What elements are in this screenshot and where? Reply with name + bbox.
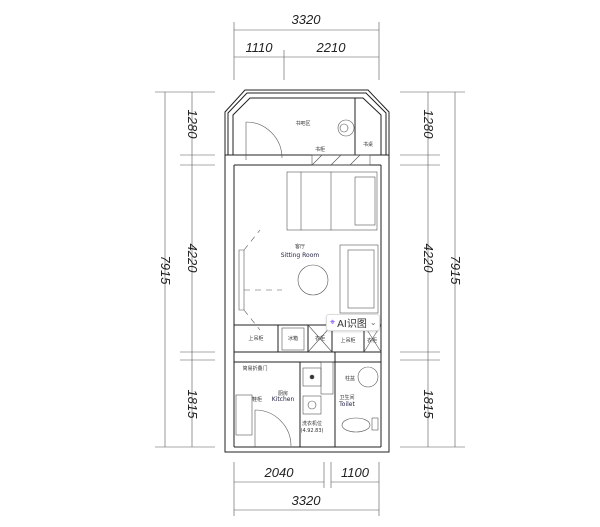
dim-bottom-total: 3320 <box>292 493 322 508</box>
dim-right-bottom: 1815 <box>421 390 436 420</box>
label-sitting-cn: 客厅 <box>295 243 305 250</box>
label-shoe-cabinet: 鞋柜 <box>252 396 262 403</box>
dim-top-right: 2210 <box>316 40 347 55</box>
ai-scan-icon: ⌖ <box>330 317 336 328</box>
label-upper-cabinet-2: 上吊柜 <box>340 337 355 344</box>
dim-left-mid: 4220 <box>185 244 200 274</box>
dim-right-top: 1280 <box>421 110 436 140</box>
ai-button-label: AI识图 <box>337 319 367 330</box>
label-bookcase: 书柜 <box>315 146 325 153</box>
label-wardrobe-2: 衣柜 <box>367 337 377 344</box>
label-desk: 书桌 <box>363 141 373 148</box>
label-kitchen-en: Kitchen <box>272 396 295 403</box>
label-fridge: 冰箱 <box>288 335 298 342</box>
ai-recognize-button[interactable]: ⌖ AI识图 ⌄ <box>326 314 380 331</box>
dim-bottom-left: 2040 <box>264 465 295 480</box>
dimension-lines <box>155 22 465 516</box>
dim-top-left: 1110 <box>246 40 274 55</box>
dim-bottom-right: 1100 <box>341 465 370 480</box>
label-toilet-cn: 卫生间 <box>339 394 354 401</box>
dim-left-top: 1280 <box>185 110 200 140</box>
label-fold-door: 简易折叠门 <box>242 365 267 372</box>
dim-left-bottom: 1815 <box>185 390 200 420</box>
label-washer: 洗衣机位 <box>302 420 322 427</box>
label-washer-note: (4.92.83) <box>301 428 324 434</box>
dim-top-total: 3320 <box>292 12 322 27</box>
walls <box>224 89 390 453</box>
label-basin: 柱盆 <box>345 375 355 382</box>
label-sitting-en: Sitting Room <box>281 252 320 259</box>
dim-right-total: 7915 <box>448 256 463 286</box>
label-kitchen-cn: 厨房 <box>278 390 288 397</box>
label-study: 书吧区 <box>295 120 310 127</box>
label-toilet-en: Toilet <box>338 401 355 408</box>
dim-left-total: 7915 <box>158 256 173 286</box>
label-upper-cabinet-1: 上吊柜 <box>248 335 263 342</box>
chevron-down-icon[interactable]: ⌄ <box>369 318 377 327</box>
furniture <box>235 119 382 447</box>
label-wardrobe-1: 衣柜 <box>315 335 325 342</box>
dim-right-mid: 4220 <box>421 244 436 274</box>
